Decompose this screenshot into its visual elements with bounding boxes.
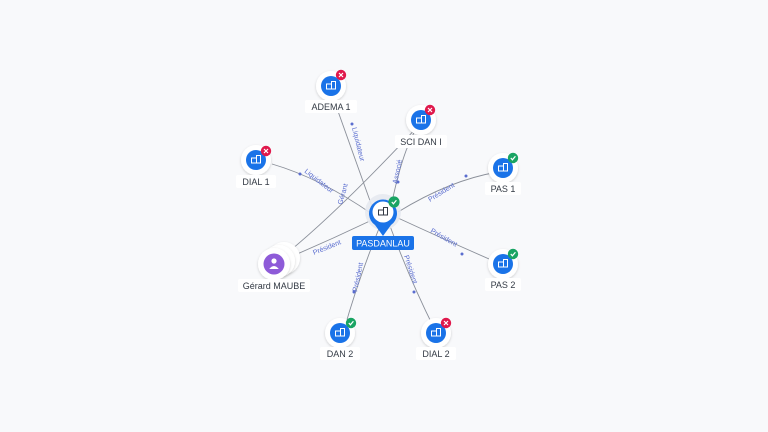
edge-arrow [352, 290, 356, 294]
node-dial2[interactable]: DIAL 2 [416, 317, 456, 360]
building-icon [431, 328, 441, 337]
edge-label-adema1: Liquidateur [350, 127, 365, 163]
person-icon [269, 258, 279, 269]
edge-label-dan2: Président [352, 262, 365, 292]
node-label-dan2: DAN 2 [327, 349, 354, 359]
edge-label-person-gerant: Gérant [337, 183, 350, 206]
node-scidani[interactable]: SCI DAN I [395, 104, 447, 148]
node-adema1[interactable]: ADEMA 1 [305, 69, 357, 113]
active-status-badge [345, 317, 357, 329]
building-icon [416, 115, 426, 124]
node-dial1[interactable]: DIAL 1 [236, 145, 276, 188]
closed-status-badge [260, 145, 272, 157]
node-center[interactable]: PASDANLAU [352, 194, 414, 250]
edge-arrow [412, 290, 416, 294]
node-pas1[interactable]: PAS 1 [485, 152, 521, 195]
edge-label-dial2: Président [402, 254, 418, 284]
closed-status-badge [335, 69, 347, 81]
edge-dial1 [271, 163, 373, 215]
node-label-pas2: PAS 2 [491, 280, 516, 290]
node-label-center: PASDANLAU [356, 239, 410, 249]
edge-label-dial1: Liquidateur [303, 168, 335, 195]
edge-label-pas2: Président [429, 228, 458, 249]
edge-arrow [464, 174, 468, 178]
node-dan2[interactable]: DAN 2 [320, 317, 360, 360]
node-label-dial1: DIAL 1 [242, 177, 269, 187]
edge-arrow [298, 172, 302, 176]
edge-pas2 [397, 217, 497, 263]
edge-arrow [350, 122, 354, 126]
active-status-badge [507, 248, 519, 260]
building-icon [378, 207, 388, 216]
edge-arrow [396, 180, 400, 184]
building-icon [498, 163, 508, 172]
edge-pas1 [397, 171, 499, 213]
building-icon [335, 328, 345, 337]
building-icon [326, 81, 336, 90]
node-label-scidani: SCI DAN I [400, 137, 442, 147]
active-status-badge [388, 196, 400, 208]
closed-status-badge [424, 104, 436, 116]
node-pas2[interactable]: PAS 2 [485, 248, 521, 291]
building-icon [498, 259, 508, 268]
edge-arrow [460, 252, 464, 256]
edge-label-pas1: Président [427, 182, 456, 204]
node-label-person: Gérard MAUBE [243, 281, 306, 291]
node-person[interactable]: Gérard MAUBE [238, 242, 310, 292]
node-label-pas1: PAS 1 [491, 184, 516, 194]
closed-status-badge [440, 317, 452, 329]
active-status-badge [507, 152, 519, 164]
building-icon [251, 155, 261, 164]
node-label-dial2: DIAL 2 [422, 349, 449, 359]
edge-label-person-president: Président [312, 239, 342, 257]
edge-label-scidani: Associé [392, 159, 404, 185]
node-label-adema1: ADEMA 1 [311, 102, 350, 112]
